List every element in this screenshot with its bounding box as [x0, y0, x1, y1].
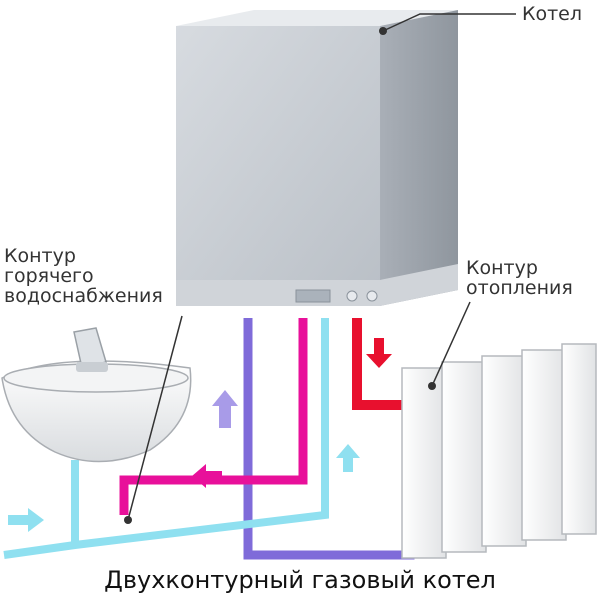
cold-water-pipe: [3, 318, 329, 559]
radiator-section-1: [401, 367, 447, 559]
label-hot-water-line-1: Контур: [4, 245, 76, 267]
arrow-return-up: [212, 390, 238, 428]
label-heating-circuit: Контур отопления: [466, 258, 573, 298]
arrow-hot-water-left: [192, 464, 222, 488]
boiler-knob-right: [366, 290, 378, 302]
leader-hot-water: [127, 315, 183, 521]
label-hot-water-line-2: горячего: [4, 265, 94, 287]
radiator-section-5: [561, 343, 597, 535]
dot-boiler: [379, 27, 387, 35]
radiator-section-3: [481, 355, 527, 547]
leader-dots: [124, 27, 436, 524]
boiler-top: [176, 10, 458, 26]
leader-heating: [431, 301, 471, 387]
diagram-caption: Двухконтурный газовый котел: [104, 566, 496, 594]
flow-arrows: [8, 338, 392, 532]
dot-hot-water: [124, 516, 132, 524]
boiler-knob-left: [346, 290, 358, 302]
label-heating-line-2: отопления: [466, 277, 573, 299]
boiler-display: [295, 289, 331, 303]
arrow-cold-inlet: [8, 508, 44, 532]
label-hot-water-circuit: Контур горячего водоснабжения: [4, 246, 163, 306]
label-boiler: Котел: [522, 3, 583, 25]
arrow-heating-down: [366, 338, 392, 368]
boiler: [176, 10, 458, 306]
boiler-front: [176, 26, 380, 306]
leader-boiler: [382, 13, 516, 32]
sink: [1, 327, 192, 463]
boiler-side: [380, 10, 458, 306]
label-heating-line-1: Контур: [466, 257, 538, 279]
leader-lines: [127, 13, 516, 521]
arrow-cold-up: [336, 444, 360, 472]
heating-supply-pipe: [352, 318, 408, 410]
dot-heating: [428, 382, 436, 390]
radiator-section-2: [441, 361, 487, 553]
faucet: [73, 327, 107, 369]
label-hot-water-line-3: водоснабжения: [4, 285, 163, 307]
radiator-section-4: [521, 349, 567, 541]
radiator: [401, 343, 597, 559]
faucet-base: [76, 362, 108, 372]
boiler-control-panel: [176, 264, 458, 306]
